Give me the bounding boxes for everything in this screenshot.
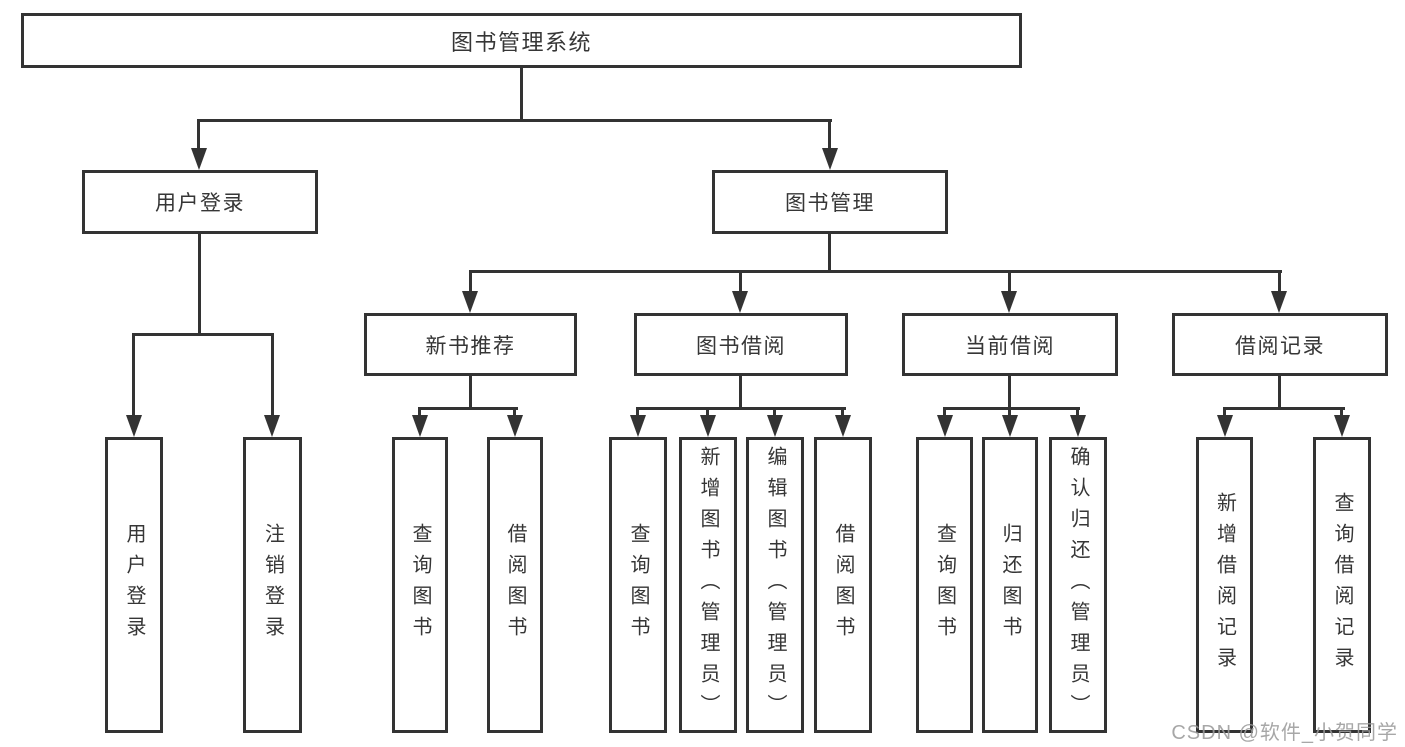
connector-borrow-records-stem — [1278, 270, 1281, 293]
connector-user-login-stem — [197, 119, 200, 151]
connector-book-borrow-vline — [739, 376, 742, 409]
connector-new-book-hline — [418, 407, 518, 410]
arrow-down-new-book-recommend — [462, 291, 478, 313]
arrow-down-leaf-logout — [264, 415, 280, 437]
leaf-query-books-recommend-label: 查询图书 — [409, 523, 431, 647]
connector-leaf-user-login-stem — [132, 333, 135, 415]
leaf-confirm-return-admin: 确认归还（管理员） — [1049, 437, 1107, 733]
node-book-borrow-label: 图书借阅 — [696, 334, 786, 358]
node-borrow-records: 借阅记录 — [1172, 313, 1388, 376]
arrow-down-add-book — [700, 415, 716, 437]
node-book-management: 图书管理 — [712, 170, 948, 234]
leaf-query-borrow-record: 查询借阅记录 — [1313, 437, 1371, 733]
connector-leaf-borrow-recommend-stem — [513, 407, 516, 417]
connector-book-borrow-stem — [739, 270, 742, 293]
leaf-add-borrow-record-label: 新增借阅记录 — [1213, 492, 1236, 678]
leaf-query-books-recommend: 查询图书 — [392, 437, 448, 733]
arrow-down-leaf-user-login — [126, 415, 142, 437]
leaf-user-login: 用户登录 — [105, 437, 163, 733]
arrow-down-query-borrow — [630, 415, 646, 437]
arrow-down-borrow-2 — [835, 415, 851, 437]
connector-user-login-hline — [132, 333, 274, 336]
connector-leaf-query-record-stem — [1340, 407, 1343, 417]
arrow-down-query-current — [937, 415, 953, 437]
node-current-borrow-label: 当前借阅 — [965, 334, 1055, 358]
connector-leaf-add-record-stem — [1223, 407, 1226, 417]
leaf-return-books: 归还图书 — [982, 437, 1038, 733]
arrow-down-query-record — [1334, 415, 1350, 437]
watermark: CSDN @软件_小贺同学 — [1171, 722, 1398, 744]
connector-leaf-confirm-return-stem — [1076, 407, 1079, 417]
node-book-management-label: 图书管理 — [785, 192, 875, 215]
leaf-query-books-borrow: 查询图书 — [609, 437, 667, 733]
arrow-down-borrow-recommend — [507, 415, 523, 437]
node-user-login-label: 用户登录 — [155, 192, 245, 215]
leaf-query-books-borrow-label: 查询图书 — [627, 523, 649, 647]
connector-borrow-records-vline — [1278, 376, 1281, 409]
leaf-borrow-books-2-label: 借阅图书 — [832, 523, 854, 647]
connector-book-management-hline — [469, 270, 1282, 273]
connector-leaf-edit-book-stem — [773, 407, 776, 417]
arrow-down-user-login — [191, 148, 207, 170]
leaf-add-book-admin-label: 新增图书（管理员） — [697, 445, 719, 725]
connector-new-book-vline — [469, 376, 472, 409]
leaf-logout-label: 注销登录 — [261, 523, 284, 647]
leaf-borrow-books-recommend-label: 借阅图书 — [504, 523, 526, 647]
connector-borrow-records-hline — [1223, 407, 1345, 410]
connector-book-borrow-hline — [636, 407, 846, 410]
connector-current-borrow-stem — [1008, 270, 1011, 293]
arrow-down-edit-book — [767, 415, 783, 437]
leaf-return-books-label: 归还图书 — [999, 523, 1021, 647]
arrow-down-current-borrow — [1001, 291, 1017, 313]
connector-leaf-query-borrow-stem — [636, 407, 639, 417]
arrow-down-borrow-records — [1271, 291, 1287, 313]
arrow-down-add-record — [1217, 415, 1233, 437]
node-root: 图书管理系统 — [21, 13, 1022, 68]
leaf-confirm-return-admin-label: 确认归还（管理员） — [1067, 445, 1089, 725]
node-new-book-recommend: 新书推荐 — [364, 313, 577, 376]
arrow-down-return-books — [1002, 415, 1018, 437]
connector-leaf-logout-stem — [271, 333, 274, 415]
connector-root-hline — [197, 119, 832, 122]
leaf-edit-book-admin-label: 编辑图书（管理员） — [764, 445, 786, 725]
connector-book-management-vline — [828, 234, 831, 272]
node-book-borrow: 图书借阅 — [634, 313, 848, 376]
leaf-add-book-admin: 新增图书（管理员） — [679, 437, 737, 733]
node-current-borrow: 当前借阅 — [902, 313, 1118, 376]
connector-current-borrow-hline — [943, 407, 1080, 410]
connector-root-vline — [520, 68, 523, 120]
node-root-label: 图书管理系统 — [450, 29, 592, 55]
node-user-login: 用户登录 — [82, 170, 318, 234]
arrow-down-query-recommend — [412, 415, 428, 437]
connector-book-management-stem — [828, 119, 831, 151]
leaf-borrow-books-recommend: 借阅图书 — [487, 437, 543, 733]
connector-user-login-vline — [198, 234, 201, 335]
connector-new-book-stem — [469, 270, 472, 293]
connector-current-borrow-vline — [1008, 376, 1011, 409]
leaf-user-login-label: 用户登录 — [123, 523, 145, 647]
connector-leaf-return-stem — [1008, 407, 1011, 417]
node-borrow-records-label: 借阅记录 — [1235, 334, 1325, 358]
leaf-logout: 注销登录 — [243, 437, 302, 733]
connector-leaf-add-book-stem — [706, 407, 709, 417]
connector-leaf-borrow-2-stem — [841, 407, 844, 417]
connector-leaf-query-recommend-stem — [418, 407, 421, 417]
leaf-query-books-current: 查询图书 — [916, 437, 973, 733]
leaf-add-borrow-record: 新增借阅记录 — [1196, 437, 1253, 733]
leaf-edit-book-admin: 编辑图书（管理员） — [746, 437, 804, 733]
leaf-borrow-books-2: 借阅图书 — [814, 437, 872, 733]
arrow-down-confirm-return — [1070, 415, 1086, 437]
node-new-book-recommend-label: 新书推荐 — [425, 334, 516, 358]
leaf-query-borrow-record-label: 查询借阅记录 — [1331, 492, 1353, 678]
arrow-down-book-management — [822, 148, 838, 170]
arrow-down-book-borrow — [732, 291, 748, 313]
leaf-query-books-current-label: 查询图书 — [933, 523, 956, 647]
connector-leaf-query-current-stem — [943, 407, 946, 417]
